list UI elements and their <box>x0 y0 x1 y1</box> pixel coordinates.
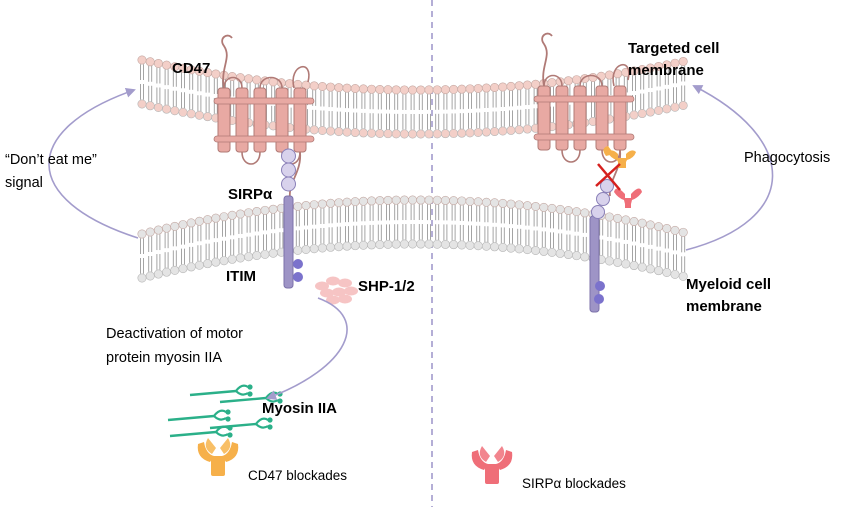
sirpa-label: SIRPα <box>228 186 273 203</box>
blocked-interaction-cross-icon <box>595 163 621 191</box>
itim-bead <box>595 281 605 291</box>
sirpa-blockade-bound <box>614 188 642 208</box>
myosin-label: Myosin IIA <box>262 400 338 417</box>
cd47-protein-left <box>213 34 315 199</box>
deactivation-label-line1: Deactivation of motor <box>106 326 244 342</box>
myeloid-membrane-label-line1: Myeloid cell <box>686 276 772 293</box>
itim-bead <box>594 294 604 304</box>
deactivation-label-line2: protein myosin IIA <box>106 350 223 366</box>
dont-eat-me-label-line2: signal <box>5 175 43 191</box>
sirpa-receptor-left <box>281 148 303 289</box>
itim-label: ITIM <box>226 268 256 285</box>
phagocytosis-arrow <box>685 85 774 251</box>
dont-eat-me-label-line1: “Don’t eat me” <box>5 152 97 168</box>
shp-label: SHP-1/2 <box>358 278 415 295</box>
cd47-blockade-legend-icon <box>197 438 239 476</box>
shp-cluster <box>315 276 358 305</box>
targeted-membrane-label-line2: membrane <box>628 62 704 79</box>
cd47-protein-right <box>533 32 635 197</box>
phagocytosis-label: Phagocytosis <box>744 150 831 166</box>
cd47-blockade-bound <box>603 146 636 168</box>
myeloid-cell-membrane <box>137 195 688 283</box>
dont-eat-me-arrow <box>48 87 139 239</box>
cd47-label: CD47 <box>172 60 211 77</box>
sirpa-blockades-legend-label: SIRPα blockades <box>522 476 626 491</box>
myeloid-membrane-label-line2: membrane <box>686 298 762 315</box>
sirpa-blockade-legend-icon <box>471 446 513 484</box>
itim-bead <box>293 259 303 269</box>
deactivation-arrow <box>266 297 348 400</box>
targeted-membrane-label-line1: Targeted cell <box>628 40 720 57</box>
myosin-filaments <box>167 384 283 438</box>
itim-bead <box>293 272 303 282</box>
cd47-blockades-legend-label: CD47 blockades <box>248 468 348 483</box>
sirpa-receptor-right <box>589 179 614 313</box>
